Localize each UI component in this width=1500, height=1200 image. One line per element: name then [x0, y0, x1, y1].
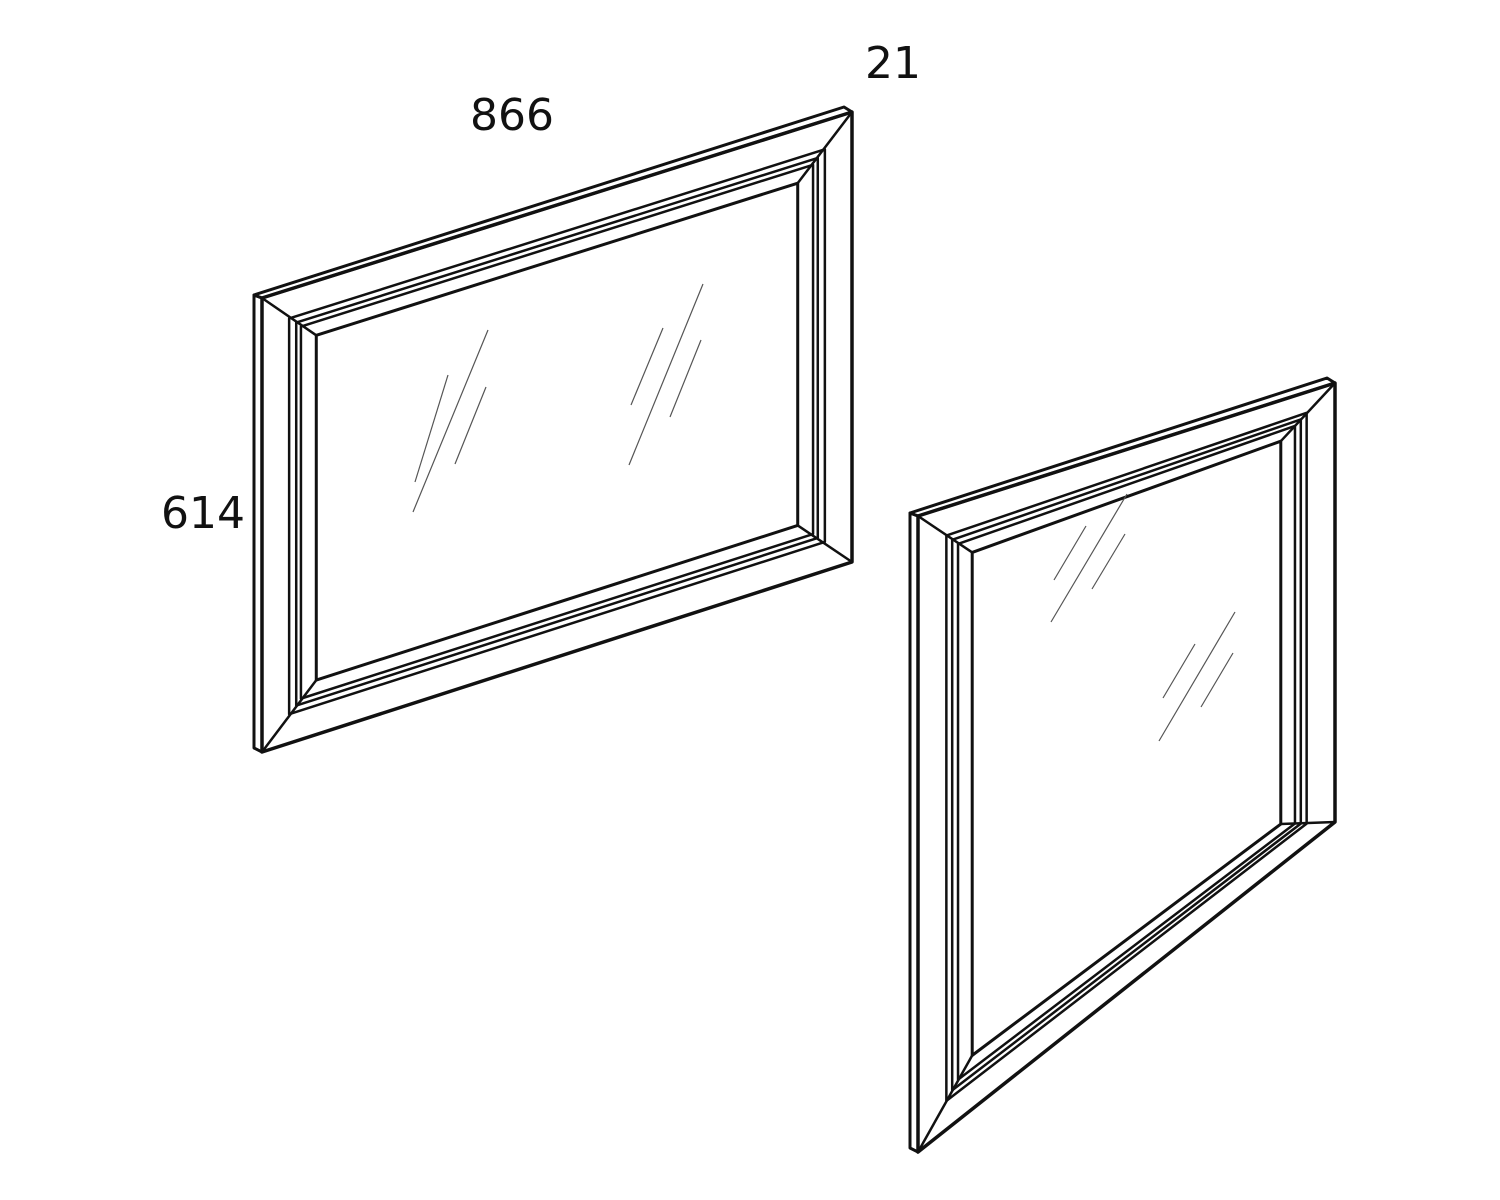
- glare-line: [628, 283, 704, 466]
- glare-line: [669, 339, 702, 418]
- glare-line: [1091, 533, 1126, 590]
- frame-outer-edge: [260, 110, 854, 754]
- glare-line: [630, 327, 664, 406]
- frame-miter-line: [917, 514, 973, 554]
- glare-line: [1053, 525, 1087, 581]
- glare-line: [1050, 493, 1128, 623]
- glare-lines-portrait: [1050, 493, 1236, 742]
- frame-molding-line: [294, 156, 820, 707]
- frame-miter-line: [797, 524, 853, 564]
- glare-line: [414, 374, 449, 483]
- glare-line: [1158, 611, 1236, 742]
- glare-line: [1162, 643, 1196, 699]
- frame-miter-line: [796, 111, 853, 184]
- width-dimension-label: 866: [470, 90, 554, 141]
- frame-miter-line: [916, 1054, 974, 1153]
- height-dimension-label: 614: [161, 488, 245, 539]
- frame-miter-line: [1279, 382, 1336, 443]
- frame-molding-line: [299, 163, 815, 700]
- frame-molding-line: [950, 418, 1303, 1092]
- glare-lines-landscape: [412, 283, 704, 513]
- glare-line: [1200, 652, 1234, 708]
- frame-miter-line: [261, 679, 318, 753]
- mirror-portrait: [908, 376, 1337, 1154]
- frame-top-edge: [908, 376, 1337, 518]
- mirror-landscape: [252, 105, 854, 754]
- frame-molding-line: [287, 148, 827, 716]
- frame-molding-line: [945, 411, 1308, 1103]
- glare-line: [412, 329, 489, 513]
- glare-line: [454, 386, 487, 465]
- frame-miter-line: [261, 296, 317, 337]
- depth-dimension-label: 21: [865, 38, 921, 89]
- frame-molding-line: [956, 424, 1297, 1081]
- frame-miter-line: [1280, 820, 1336, 826]
